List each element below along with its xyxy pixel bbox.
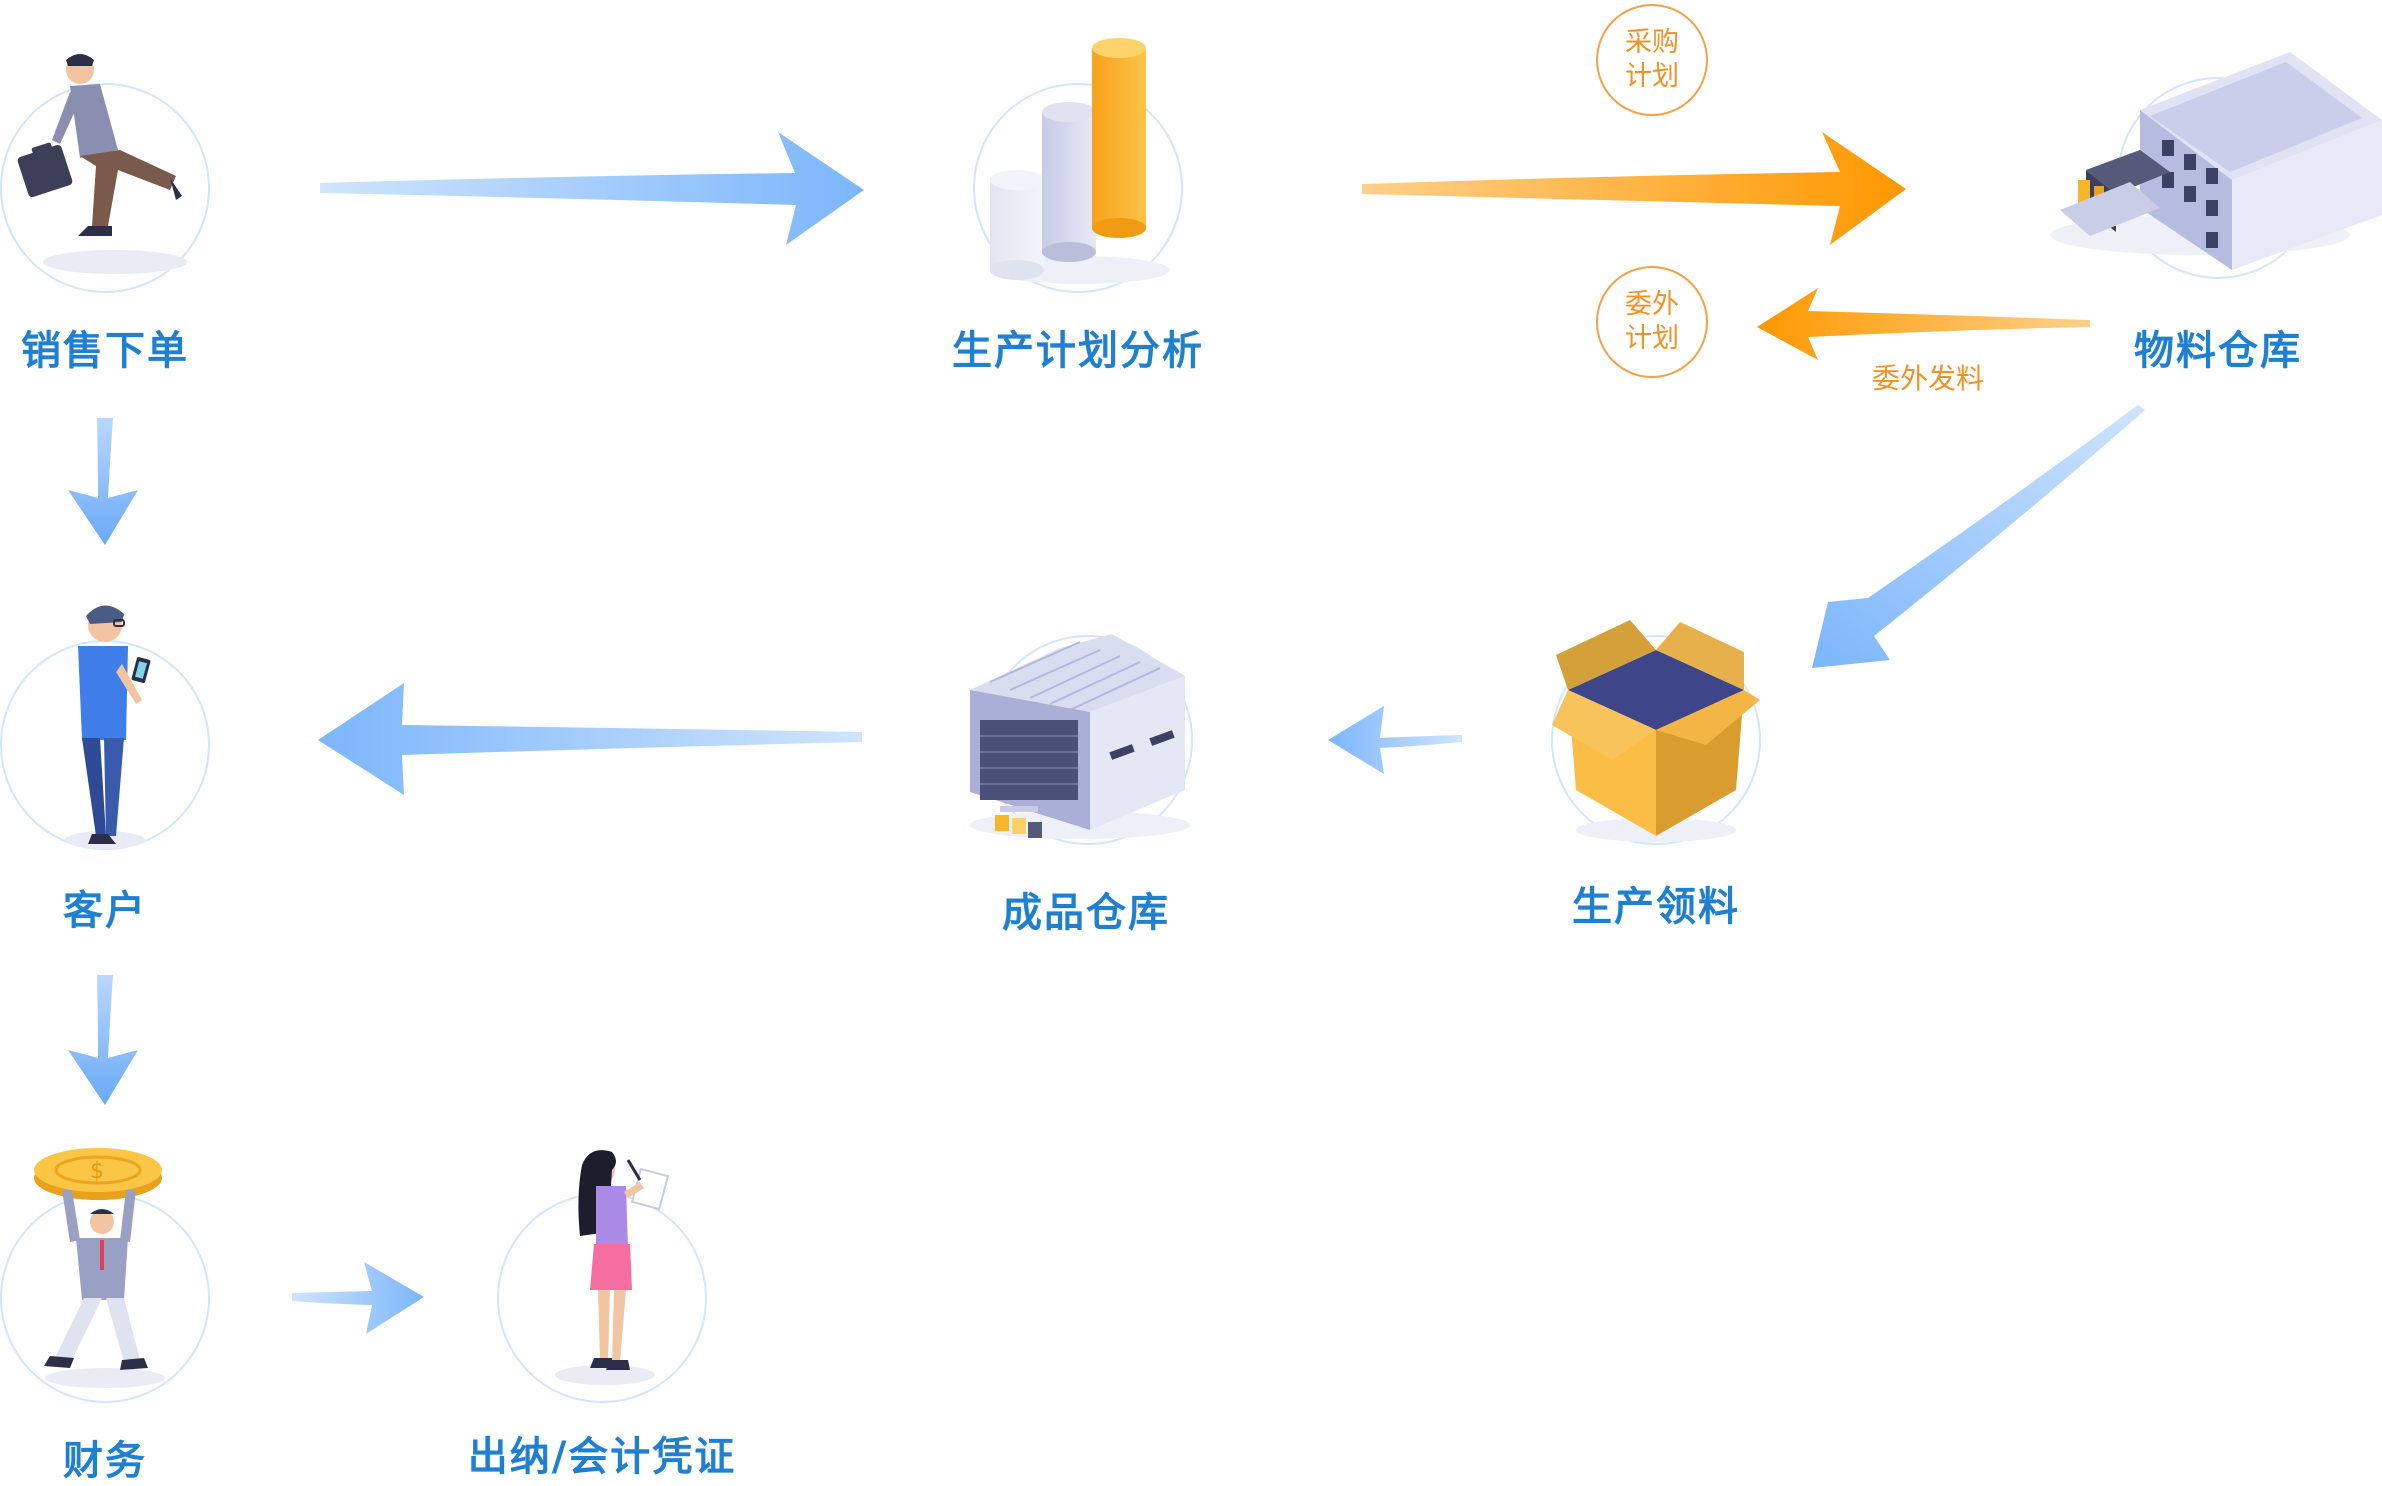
customer-with-phone-icon [65,605,151,849]
warehouse-building-icon [2050,52,2382,270]
outsource-plan-badge-line2: 计划 [1625,323,1679,354]
node-label-sales-order: 销售下单 [21,328,189,374]
node-label-finished-warehouse: 成品仓库 [1002,890,1170,936]
running-businessman-icon [17,54,187,274]
node-label-cashier-voucher: 出纳/会计凭证 [467,1434,737,1480]
node-label-finance: 财务 [63,1438,147,1484]
arrow-material-to-picking [1812,405,2145,668]
purchase-plan-badge-line1: 采购 [1625,27,1679,58]
bar-chart-icon [990,38,1170,284]
arrow-material-to-outsource [1757,288,2090,360]
svg-text:$: $ [90,1159,104,1184]
purchase-plan-badge: 采购 计划 [1596,4,1708,116]
goods-boxes [995,806,1042,838]
arrow-sales-to-customer [68,418,138,545]
arrow-sales-to-planning [320,132,864,245]
outsource-plan-badge: 委外 计划 [1596,266,1708,378]
arrow-finance-to-cashier [292,1262,424,1334]
node-label-customer: 客户 [63,888,147,934]
open-box-icon [1552,620,1760,842]
arrow-planning-to-material [1362,132,1906,245]
purchase-plan-badge-line2: 计划 [1625,61,1679,92]
node-label-material-warehouse: 物料仓库 [2134,328,2302,374]
node-label-production-picking: 生产领料 [1572,884,1740,930]
finished-goods-warehouse-icon [970,634,1190,839]
arrow-customer-to-finance [68,975,138,1105]
arrow-finished-to-customer [318,683,862,795]
node-label-production-planning: 生产计划分析 [952,328,1204,374]
woman-with-document-icon [555,1150,670,1385]
person-holding-coin-icon: $ [34,1148,165,1388]
outsource-plan-badge-line1: 委外 [1625,289,1679,320]
edge-label-outsource-issue: 委外发料 [1872,362,1985,395]
arrow-picking-to-finished [1328,706,1462,774]
